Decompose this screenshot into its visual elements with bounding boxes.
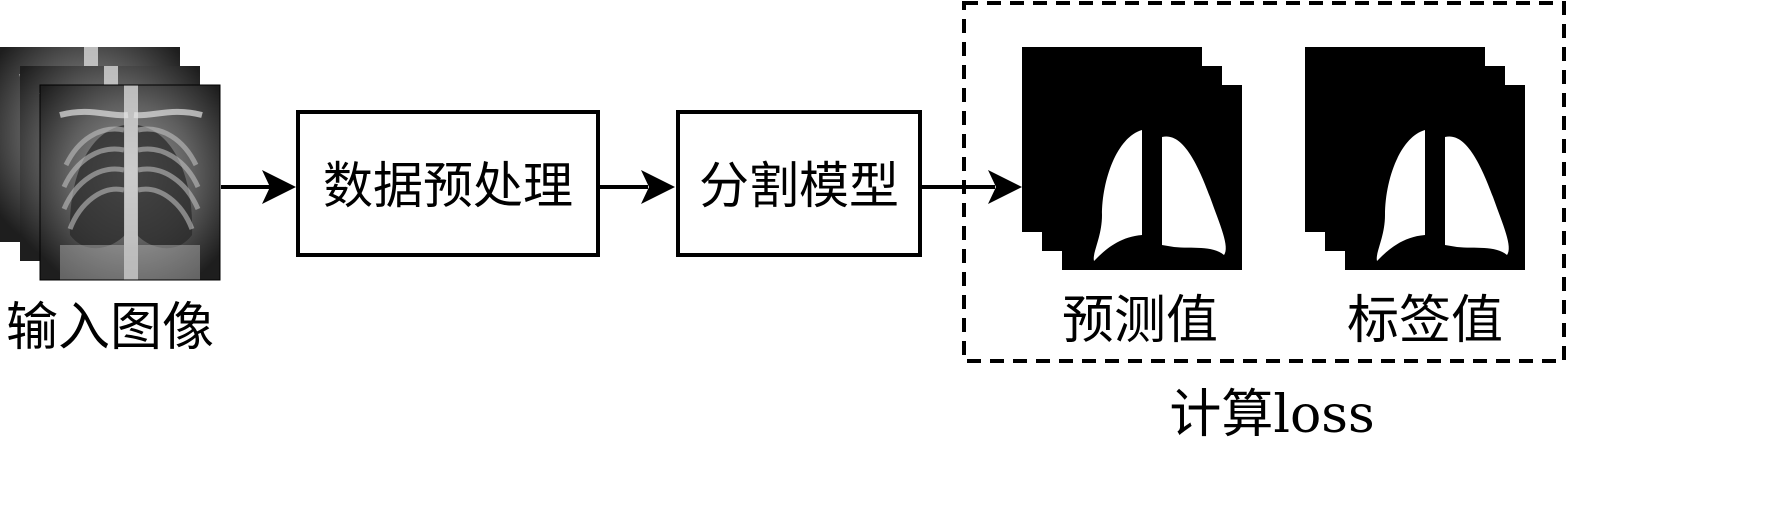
preprocess-box: 数据预处理 [296,110,600,257]
arrow-input-to-preprocess-head [262,170,296,204]
loss-label: 计算loss [1169,385,1374,445]
input-image-stack [0,47,220,280]
input-label: 输入图像 [6,298,214,358]
ground-truth-label: 标签值 [1347,291,1503,351]
arrow-model-to-prediction-head [988,170,1022,204]
segmentation-model-box: 分割模型 [676,110,922,257]
arrow-preprocess-to-model-head [641,170,675,204]
loss-group-border [962,1,1566,363]
label-mask-stack [1305,47,1525,270]
prediction-mask-stack [1022,47,1242,270]
segmentation-model-label: 分割模型 [699,157,899,215]
preprocess-label: 数据预处理 [323,157,573,215]
prediction-label: 预测值 [1062,291,1218,351]
